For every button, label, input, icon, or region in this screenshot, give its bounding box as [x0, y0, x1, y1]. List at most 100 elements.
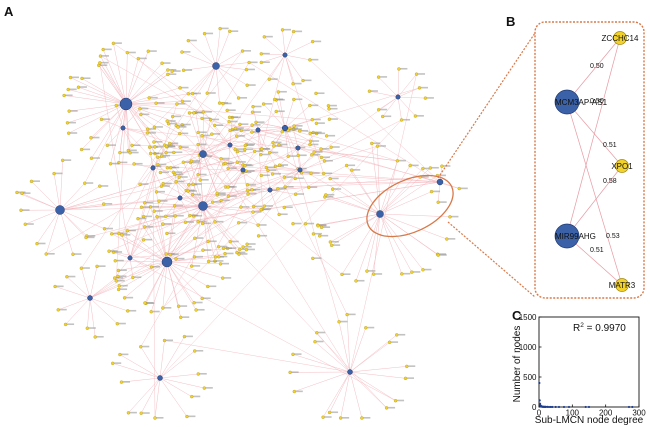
- node-label-mark: [86, 182, 94, 184]
- protein-node: [421, 167, 425, 171]
- node-label-mark: [101, 55, 109, 57]
- protein-node: [316, 224, 320, 228]
- network-edge: [125, 93, 189, 105]
- protein-node: [149, 265, 154, 269]
- node-label-mark: [342, 417, 350, 419]
- network-edge: [373, 213, 381, 275]
- lncrna-hub-node: [347, 369, 353, 375]
- protein-node: [250, 110, 255, 114]
- protein-node: [200, 134, 204, 138]
- node-label-mark: [397, 399, 405, 402]
- protein-node: [181, 160, 185, 164]
- protein-node: [131, 275, 135, 280]
- protein-node: [117, 284, 121, 288]
- detail-edge: [566, 165, 623, 237]
- protein-node: [291, 222, 295, 226]
- network-edge: [91, 103, 127, 159]
- node-label-mark: [166, 339, 174, 342]
- protein-node: [63, 322, 68, 327]
- protein-node: [277, 163, 282, 167]
- network-edge: [329, 371, 351, 413]
- protein-node: [250, 123, 254, 127]
- protein-node: [139, 112, 143, 117]
- protein-node: [113, 276, 117, 280]
- network-edge: [68, 89, 127, 105]
- protein-node: [185, 414, 189, 419]
- scatter-point: [538, 381, 541, 385]
- node-label-mark: [191, 214, 199, 217]
- protein-node: [238, 122, 242, 127]
- network-edge: [349, 371, 363, 419]
- network-edge: [129, 239, 144, 259]
- network-edge: [269, 189, 280, 215]
- protein-node: [413, 114, 418, 118]
- node-label-mark: [173, 70, 181, 72]
- node-label-mark: [315, 151, 323, 153]
- network-edge: [349, 74, 417, 373]
- node-label-mark: [118, 322, 126, 325]
- protein-node: [217, 101, 222, 105]
- node-label-mark: [310, 186, 318, 188]
- node-label-mark: [56, 285, 64, 288]
- protein-node: [61, 158, 65, 162]
- node-label-mark: [129, 411, 137, 414]
- scatter-point: [554, 405, 557, 409]
- protein-node: [15, 190, 19, 195]
- network-edge: [202, 205, 240, 255]
- protein-node: [170, 69, 174, 73]
- detail-node-label: ZCCHC14: [602, 34, 639, 43]
- node-label-mark: [168, 145, 176, 147]
- node-label-mark: [82, 267, 90, 269]
- network-edge: [257, 129, 262, 150]
- network-edge: [397, 96, 426, 99]
- network-edge: [159, 373, 199, 379]
- node-label-mark: [196, 237, 204, 239]
- node-label-mark: [155, 210, 163, 212]
- node-label-mark: [92, 136, 100, 139]
- network-edge: [252, 106, 259, 131]
- network-edge: [346, 165, 381, 215]
- node-label-mark: [281, 164, 289, 166]
- protein-node: [120, 233, 124, 237]
- protein-node: [200, 296, 204, 301]
- protein-node: [371, 272, 376, 276]
- protein-node: [183, 220, 188, 224]
- protein-node: [196, 142, 200, 147]
- protein-node: [180, 50, 184, 54]
- network-edge: [261, 54, 286, 150]
- protein-node: [327, 410, 332, 415]
- node-label-mark: [311, 104, 319, 107]
- protein-node: [615, 278, 629, 292]
- network-edge: [53, 173, 61, 211]
- network-edge: [397, 87, 420, 98]
- protein-node: [165, 166, 169, 170]
- network-edge: [159, 336, 185, 379]
- node-label-mark: [131, 151, 139, 154]
- node-label-mark: [380, 76, 388, 78]
- panel-a-letter: A: [4, 4, 14, 19]
- network-edge: [284, 127, 340, 322]
- network-edge: [68, 103, 127, 134]
- node-label-mark: [158, 215, 166, 218]
- network-edge: [159, 377, 188, 417]
- node-label-mark: [204, 222, 212, 225]
- node-label-mark: [343, 273, 351, 275]
- network-edge: [110, 103, 127, 164]
- protein-node: [301, 78, 305, 83]
- lncrna-hub-node: [281, 124, 289, 132]
- node-label-mark: [105, 203, 113, 205]
- panel-a-network: A: [4, 4, 468, 420]
- network-edge: [204, 33, 217, 67]
- protein-node: [89, 136, 93, 140]
- node-label-mark: [177, 124, 185, 127]
- protein-node: [226, 166, 230, 171]
- protein-node: [395, 159, 400, 163]
- node-label-mark: [157, 190, 165, 193]
- node-label-mark: [247, 248, 255, 251]
- node-label-mark: [403, 272, 411, 275]
- node-label-mark: [370, 90, 378, 92]
- node-label-mark: [145, 238, 153, 241]
- scatter-point: [547, 405, 551, 409]
- node-label-mark: [408, 365, 416, 367]
- node-label-mark: [199, 372, 207, 375]
